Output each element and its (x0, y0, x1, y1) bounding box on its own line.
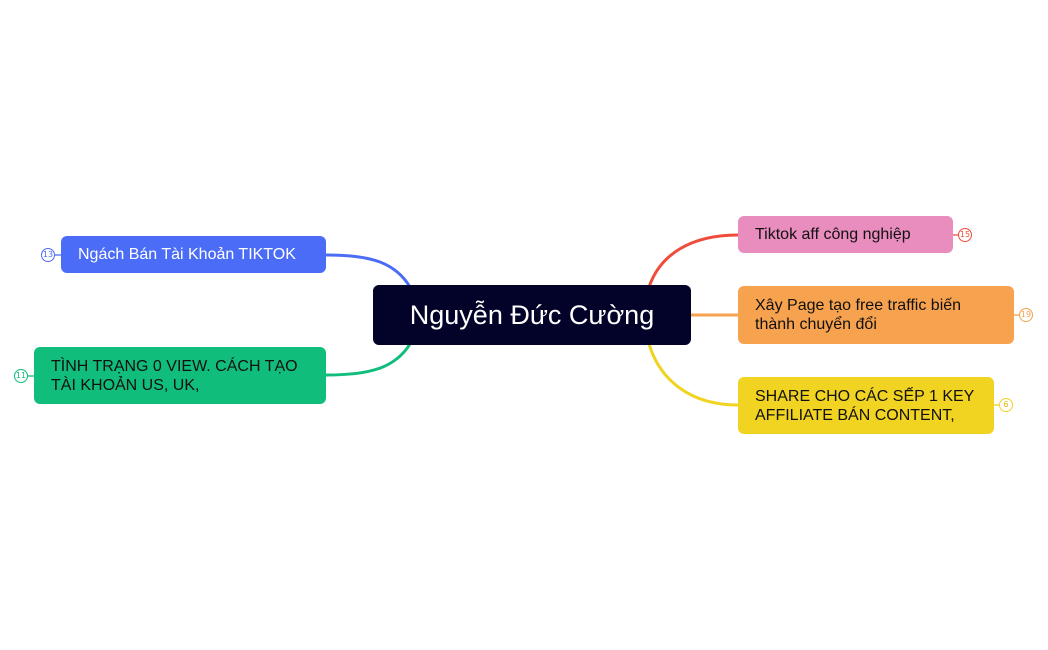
branch-label: Xây Page tạo free traffic biến thành chu… (738, 296, 978, 334)
connector-green (325, 343, 412, 377)
branch-node-zero-view[interactable]: TÌNH TRẠNG 0 VIEW. CÁCH TẠO TÀI KHOẢN US… (34, 347, 326, 404)
collapsed-count-badge[interactable]: 15 (958, 228, 972, 242)
root-label: Nguyễn Đức Cường (409, 300, 655, 330)
branch-label: Ngách Bán Tài Khoản TIKTOK (78, 246, 296, 263)
connector-red (647, 233, 739, 288)
connector-blue (325, 253, 412, 288)
branch-node-share-key[interactable]: SHARE CHO CÁC SẾP 1 KEY AFFILIATE BÁN CO… (738, 377, 994, 434)
branch-label-line: TÌNH TRẠNG 0 VIEW. CÁCH TẠO (51, 357, 298, 375)
branch-label: TÌNH TRẠNG 0 VIEW. CÁCH TẠO TÀI KHOẢN US… (34, 357, 315, 395)
branch-label-line: TÀI KHOẢN US, UK, (51, 376, 200, 394)
branch-label-line: SHARE CHO CÁC SẾP 1 KEY (755, 387, 975, 405)
root-node[interactable]: Nguyễn Đức Cường (373, 285, 691, 345)
collapsed-count-badge[interactable]: 13 (41, 248, 55, 262)
branch-label: SHARE CHO CÁC SẾP 1 KEY AFFILIATE BÁN CO… (738, 387, 991, 425)
branch-node-tiktok-aff[interactable]: Tiktok aff công nghiệp (738, 216, 953, 253)
branch-label-line: AFFILIATE BÁN CONTENT, (755, 406, 955, 424)
branch-node-build-page[interactable]: Xây Page tạo free traffic biến thành chu… (738, 286, 1014, 344)
branch-label-line: Xây Page tạo free traffic biến (755, 297, 962, 314)
branch-label: Tiktok aff công nghiệp (755, 226, 911, 243)
collapsed-count-badge[interactable]: 19 (1019, 308, 1033, 322)
branch-label-line: thành chuyển đổi (755, 316, 877, 333)
connector-yellow (647, 343, 739, 407)
branch-node-tiktok-accounts[interactable]: Ngách Bán Tài Khoản TIKTOK (61, 236, 326, 273)
collapsed-count-badge[interactable]: 11 (14, 369, 28, 383)
collapsed-count-badge[interactable]: 6 (999, 398, 1013, 412)
